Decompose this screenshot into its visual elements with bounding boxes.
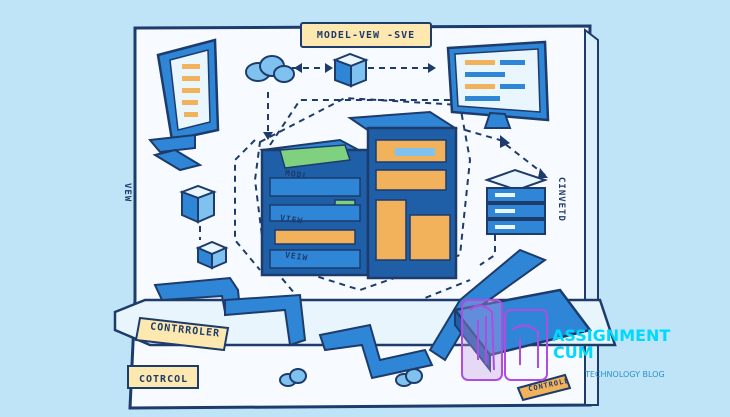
arrowhead-cube bbox=[325, 63, 333, 73]
arrow-top-loop bbox=[269, 99, 471, 146]
watermark-line-1: ASSIGNMENT bbox=[552, 326, 671, 345]
right-side-label: CINVETD bbox=[556, 177, 566, 222]
arrow-bottom-loop bbox=[274, 269, 471, 301]
cloud-bottom-right bbox=[395, 368, 423, 387]
tablet-device bbox=[156, 38, 220, 142]
server-stack-right bbox=[483, 168, 549, 235]
controller-tag-1 bbox=[134, 316, 230, 352]
monitor-device bbox=[446, 40, 550, 129]
watermark-logo bbox=[461, 299, 548, 381]
arrow-left-loop bbox=[234, 139, 261, 271]
left-side-label: VEW bbox=[122, 183, 132, 203]
cube-top-center bbox=[332, 52, 369, 88]
arrowhead-cube-back bbox=[294, 63, 302, 73]
controller-tag-3 bbox=[516, 373, 572, 402]
central-stack-left bbox=[259, 138, 372, 277]
controller-label-2: COTRCOL bbox=[139, 374, 189, 385]
pipe-bottom bbox=[318, 248, 548, 380]
arrowhead-right bbox=[538, 168, 548, 178]
cube-left-lower bbox=[195, 240, 229, 270]
arrowhead-right-top bbox=[500, 135, 510, 148]
watermark-tagline: TECHNOLOGY BLOG bbox=[585, 370, 665, 379]
pipe-left bbox=[148, 133, 307, 347]
cloud-top bbox=[245, 55, 295, 83]
cloud-bottom-left bbox=[279, 368, 307, 387]
controller-tag-2 bbox=[127, 365, 199, 389]
arrowhead-monitor bbox=[428, 63, 436, 73]
central-stack-right bbox=[347, 110, 459, 280]
arrow-heads bbox=[263, 63, 548, 178]
diagram-title: MODEL-VEW -SVE bbox=[300, 22, 432, 48]
watermark-line-2: CUM bbox=[553, 343, 594, 362]
keyboard bbox=[452, 288, 593, 373]
central-frame bbox=[253, 96, 472, 292]
arrowhead-down bbox=[263, 132, 273, 140]
cube-left-middle bbox=[179, 184, 217, 224]
